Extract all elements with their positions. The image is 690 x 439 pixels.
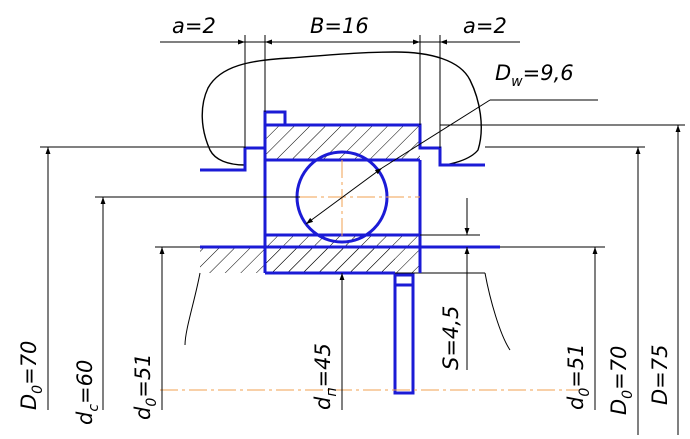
- S-dimension: S=4,5: [420, 198, 480, 370]
- top-dimensions: a=2 B=16 a=2: [160, 14, 520, 148]
- ball-diameter-dimension: Dw=9,6: [305, 61, 598, 225]
- label-S: S=4,5: [439, 306, 463, 370]
- left-dimensions: D0=70 dc=60 d0=51: [17, 146, 300, 425]
- shaft-break-line-right: [484, 272, 511, 351]
- center-dimension: dп=45: [311, 273, 345, 410]
- label-a-left: a=2: [172, 14, 216, 38]
- outer-ring-section: [265, 125, 420, 160]
- bearing-contour: [200, 110, 500, 395]
- label-D0-right: D0=70: [607, 346, 636, 415]
- outer-contour: [200, 123, 485, 172]
- dim-Dw-leader: [381, 99, 491, 169]
- retaining-lip: [263, 110, 287, 127]
- label-Dw: Dw=9,6: [495, 61, 574, 90]
- label-d0-right: d0=51: [564, 343, 593, 410]
- label-B: B=16: [310, 14, 369, 38]
- label-d0-left: d0=51: [131, 353, 160, 420]
- right-dimensions: d0=51 D0=70 D=75: [440, 124, 685, 435]
- outer-ring: [265, 125, 420, 160]
- label-dn: dп=45: [311, 343, 340, 410]
- label-D: D=75: [648, 345, 672, 406]
- label-a-right: a=2: [463, 14, 507, 38]
- label-dc: dc=60: [73, 360, 102, 425]
- spacer-sleeve: [393, 273, 415, 395]
- dim-Dw-arrow: [305, 167, 383, 225]
- shaft-break-line-left: [184, 272, 201, 346]
- label-D0-left: D0=70: [17, 341, 46, 410]
